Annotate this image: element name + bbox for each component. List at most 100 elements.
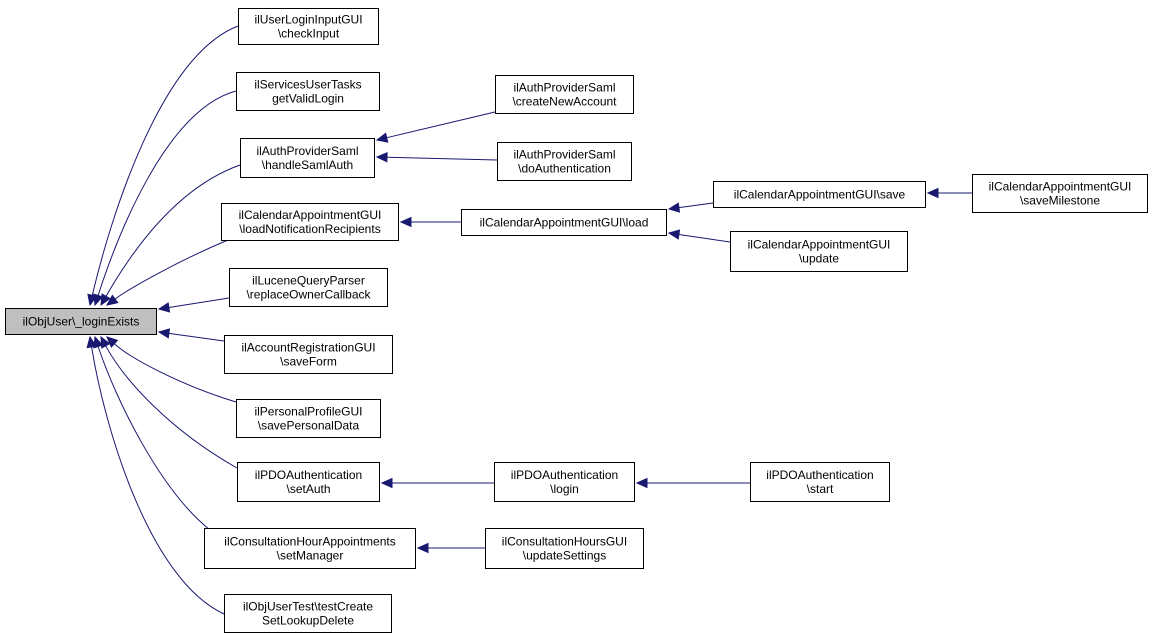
node-box <box>750 462 890 502</box>
node-calUpdate[interactable]: ilCalendarAppointmentGUI\update <box>730 231 908 272</box>
edge-pdoStart-to-pdoLogin <box>635 477 750 489</box>
arrowhead-icon <box>157 302 171 313</box>
edge-calSave-to-calLoad <box>667 202 714 213</box>
edge-line <box>678 202 714 209</box>
node-setManager[interactable]: ilConsultationHourAppointments\setManage… <box>204 528 416 569</box>
node-box <box>238 8 379 45</box>
edge-getValidLogin-to-root <box>93 90 237 307</box>
edge-line <box>168 332 225 342</box>
node-label-line: \doAuthentication <box>518 162 611 176</box>
edge-saveForm-to-root <box>157 328 225 342</box>
node-label-line: ilServicesUserTasks <box>254 78 361 92</box>
edge-calLoad-to-loadNotificationRecipients <box>399 216 461 228</box>
node-label-line: ilPersonalProfileGUI <box>254 405 362 419</box>
node-box <box>730 231 908 272</box>
node-box <box>972 174 1148 213</box>
node-createNewAccount[interactable]: ilAuthProviderSaml\createNewAccount <box>495 75 634 114</box>
edge-handleSamlAuth-to-root <box>100 164 241 307</box>
edge-line <box>105 345 238 469</box>
node-replaceOwnerCallback[interactable]: ilLuceneQueryParser\replaceOwnerCallback <box>229 268 388 307</box>
node-label-line: getValidLogin <box>272 92 344 106</box>
node-root[interactable]: ilObjUser\_loginExists <box>5 308 157 335</box>
node-label-line: \savePersonalData <box>258 419 360 433</box>
node-label-line: \login <box>550 482 579 496</box>
edge-line <box>91 25 239 296</box>
node-updateSettings[interactable]: ilConsultationHoursGUI\updateSettings <box>485 528 644 569</box>
node-calSave[interactable]: ilCalendarAppointmentGUI\save <box>713 181 926 208</box>
node-label-line: \checkInput <box>278 27 340 41</box>
node-label-line: ilCalendarAppointmentGUI <box>989 180 1132 194</box>
node-setAuth[interactable]: ilPDOAuthentication\setAuth <box>237 462 380 502</box>
node-saveForm[interactable]: ilAccountRegistrationGUI\saveForm <box>224 335 393 374</box>
node-loadNotificationRecipients[interactable]: ilCalendarAppointmentGUI\loadNotificatio… <box>221 203 399 241</box>
edge-pdoLogin-to-setAuth <box>380 477 494 489</box>
node-label-line: ilUserLoginInputGUI <box>254 13 362 27</box>
node-label-line: \saveForm <box>280 355 337 369</box>
arrowhead-icon <box>375 132 389 143</box>
node-label-line: ilPDOAuthentication <box>511 468 618 482</box>
node-box <box>204 528 416 569</box>
node-calLoad[interactable]: ilCalendarAppointmentGUI\load <box>461 209 667 236</box>
node-label-line: \update <box>799 252 839 266</box>
node-pdoStart[interactable]: ilPDOAuthentication\start <box>750 462 890 502</box>
edge-checkInput-to-root <box>87 25 239 307</box>
edge-line <box>168 297 230 308</box>
arrowhead-icon <box>399 216 412 228</box>
arrowhead-icon <box>93 293 104 307</box>
edge-line <box>678 233 731 243</box>
node-checkInput[interactable]: ilUserLoginInputGUI\checkInput <box>238 8 379 45</box>
node-handleSamlAuth[interactable]: ilAuthProviderSaml\handleSamlAuth <box>240 138 375 178</box>
edge-updateSettings-to-setManager <box>416 542 485 554</box>
edge-line <box>114 239 229 300</box>
arrowhead-icon <box>106 294 119 306</box>
edge-setManager-to-root <box>93 335 211 531</box>
arrowhead-icon <box>926 187 939 199</box>
edge-savePersonalData-to-root <box>106 336 237 403</box>
node-label-line: SetLookupDelete <box>262 614 354 628</box>
arrowhead-icon <box>380 477 393 489</box>
edge-doAuthentication-to-handleSamlAuth <box>375 151 498 163</box>
edge-setAuth-to-root <box>100 335 238 469</box>
node-label-line: \replaceOwnerCallback <box>246 288 371 302</box>
arrowhead-icon <box>416 542 429 554</box>
node-savePersonalData[interactable]: ilPersonalProfileGUI\savePersonalData <box>236 399 381 438</box>
node-saveMilestone[interactable]: ilCalendarAppointmentGUI\saveMilestone <box>972 174 1148 213</box>
node-box <box>5 308 157 335</box>
arrowhead-icon <box>93 335 104 349</box>
arrowhead-icon <box>375 151 388 163</box>
edge-line <box>97 346 211 531</box>
arrowhead-icon <box>100 293 111 307</box>
edge-createNewAccount-to-handleSamlAuth <box>375 111 496 143</box>
node-label-line: \setManager <box>277 549 344 563</box>
node-label-line: \start <box>807 482 834 496</box>
node-label-line: ilCalendarAppointmentGUI\save <box>734 188 906 202</box>
edge-calUpdate-to-calLoad <box>667 229 731 243</box>
node-label-line: \loadNotificationRecipients <box>239 222 380 236</box>
node-doAuthentication[interactable]: ilAuthProviderSaml\doAuthentication <box>497 142 632 181</box>
arrowhead-icon <box>667 229 681 240</box>
node-box <box>221 203 399 241</box>
node-label-line: ilPDOAuthentication <box>766 468 873 482</box>
node-box <box>236 399 381 438</box>
node-label-line: \handleSamlAuth <box>262 158 353 172</box>
edge-line <box>386 156 498 161</box>
node-label-line: ilObjUser\_loginExists <box>23 315 140 329</box>
node-label-line: ilAuthProviderSaml <box>256 144 358 158</box>
arrowhead-icon <box>86 335 97 349</box>
node-label-line: ilAccountRegistrationGUI <box>241 341 375 355</box>
edge-testCreate-to-root <box>86 335 225 615</box>
node-box <box>237 462 380 502</box>
node-pdoLogin[interactable]: ilPDOAuthentication\login <box>494 462 635 502</box>
edge-line <box>91 346 225 615</box>
arrowhead-icon <box>667 202 681 213</box>
node-label-line: \setAuth <box>286 482 330 496</box>
node-label-line: ilAuthProviderSaml <box>513 148 615 162</box>
node-box <box>495 75 634 114</box>
arrowhead-icon <box>635 477 648 489</box>
node-box <box>229 268 388 307</box>
edge-line <box>105 164 241 297</box>
node-box <box>240 138 375 178</box>
